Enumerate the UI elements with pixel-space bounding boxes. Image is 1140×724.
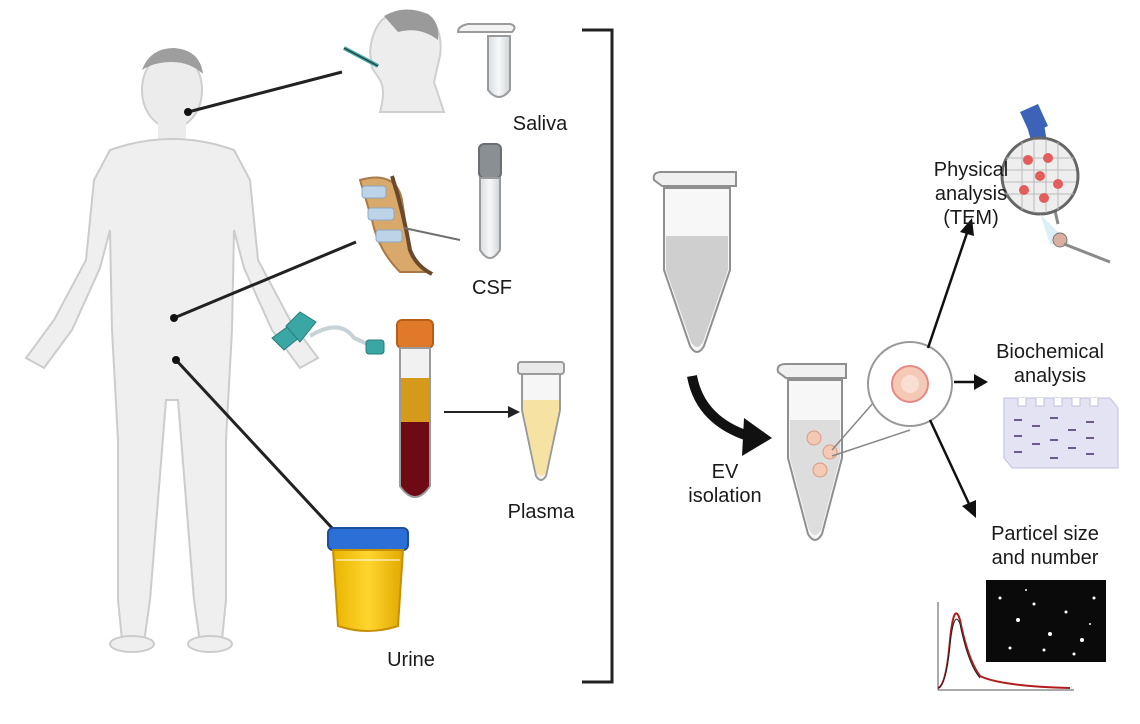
saliva-tube-icon — [456, 23, 516, 98]
label-ev: EV — [711, 461, 739, 483]
human-body-icon — [24, 48, 320, 653]
label-particle-size: Particel size — [991, 523, 1099, 545]
label-biochemical: Biochemical — [996, 341, 1104, 363]
label-csf: CSF — [472, 277, 512, 299]
spine-icon — [358, 175, 461, 276]
ev-zoom-icon — [831, 341, 953, 457]
label-physical: Physical — [933, 159, 1009, 181]
body-connectors — [173, 70, 357, 530]
label-isolation: isolation — [688, 485, 762, 507]
tem-grid-icon — [1000, 136, 1111, 264]
urine-cup-icon — [327, 527, 409, 632]
mouth-dot — [184, 108, 192, 116]
ev-tube-icon — [776, 363, 847, 541]
gel-electrophoresis-icon — [1003, 397, 1119, 469]
label-plasma: Plasma — [507, 501, 575, 523]
spine-dot — [170, 314, 178, 322]
label-saliva: Saliva — [512, 113, 568, 135]
bladder-dot — [172, 356, 180, 364]
plasma-arrow-icon — [444, 406, 520, 418]
label-urine: Urine — [387, 649, 435, 671]
label-particle-number: and number — [991, 547, 1099, 569]
label-tem: (TEM) — [943, 207, 999, 229]
plasma-tube-icon — [517, 361, 565, 481]
saliva-collection-icon — [343, 9, 446, 113]
cannula-icon — [271, 311, 385, 355]
sample-tube-icon — [652, 171, 737, 353]
analysis-arrows — [926, 218, 988, 518]
ev-isolation-arrow-icon — [687, 374, 772, 456]
blood-tube-icon — [396, 319, 434, 498]
sample-bracket — [582, 28, 614, 684]
csf-tube-icon — [478, 143, 502, 259]
label-physical-analysis: analysis — [934, 183, 1008, 205]
label-biochemical-analysis: analysis — [1013, 365, 1087, 387]
nta-dark-field-icon — [986, 580, 1106, 662]
